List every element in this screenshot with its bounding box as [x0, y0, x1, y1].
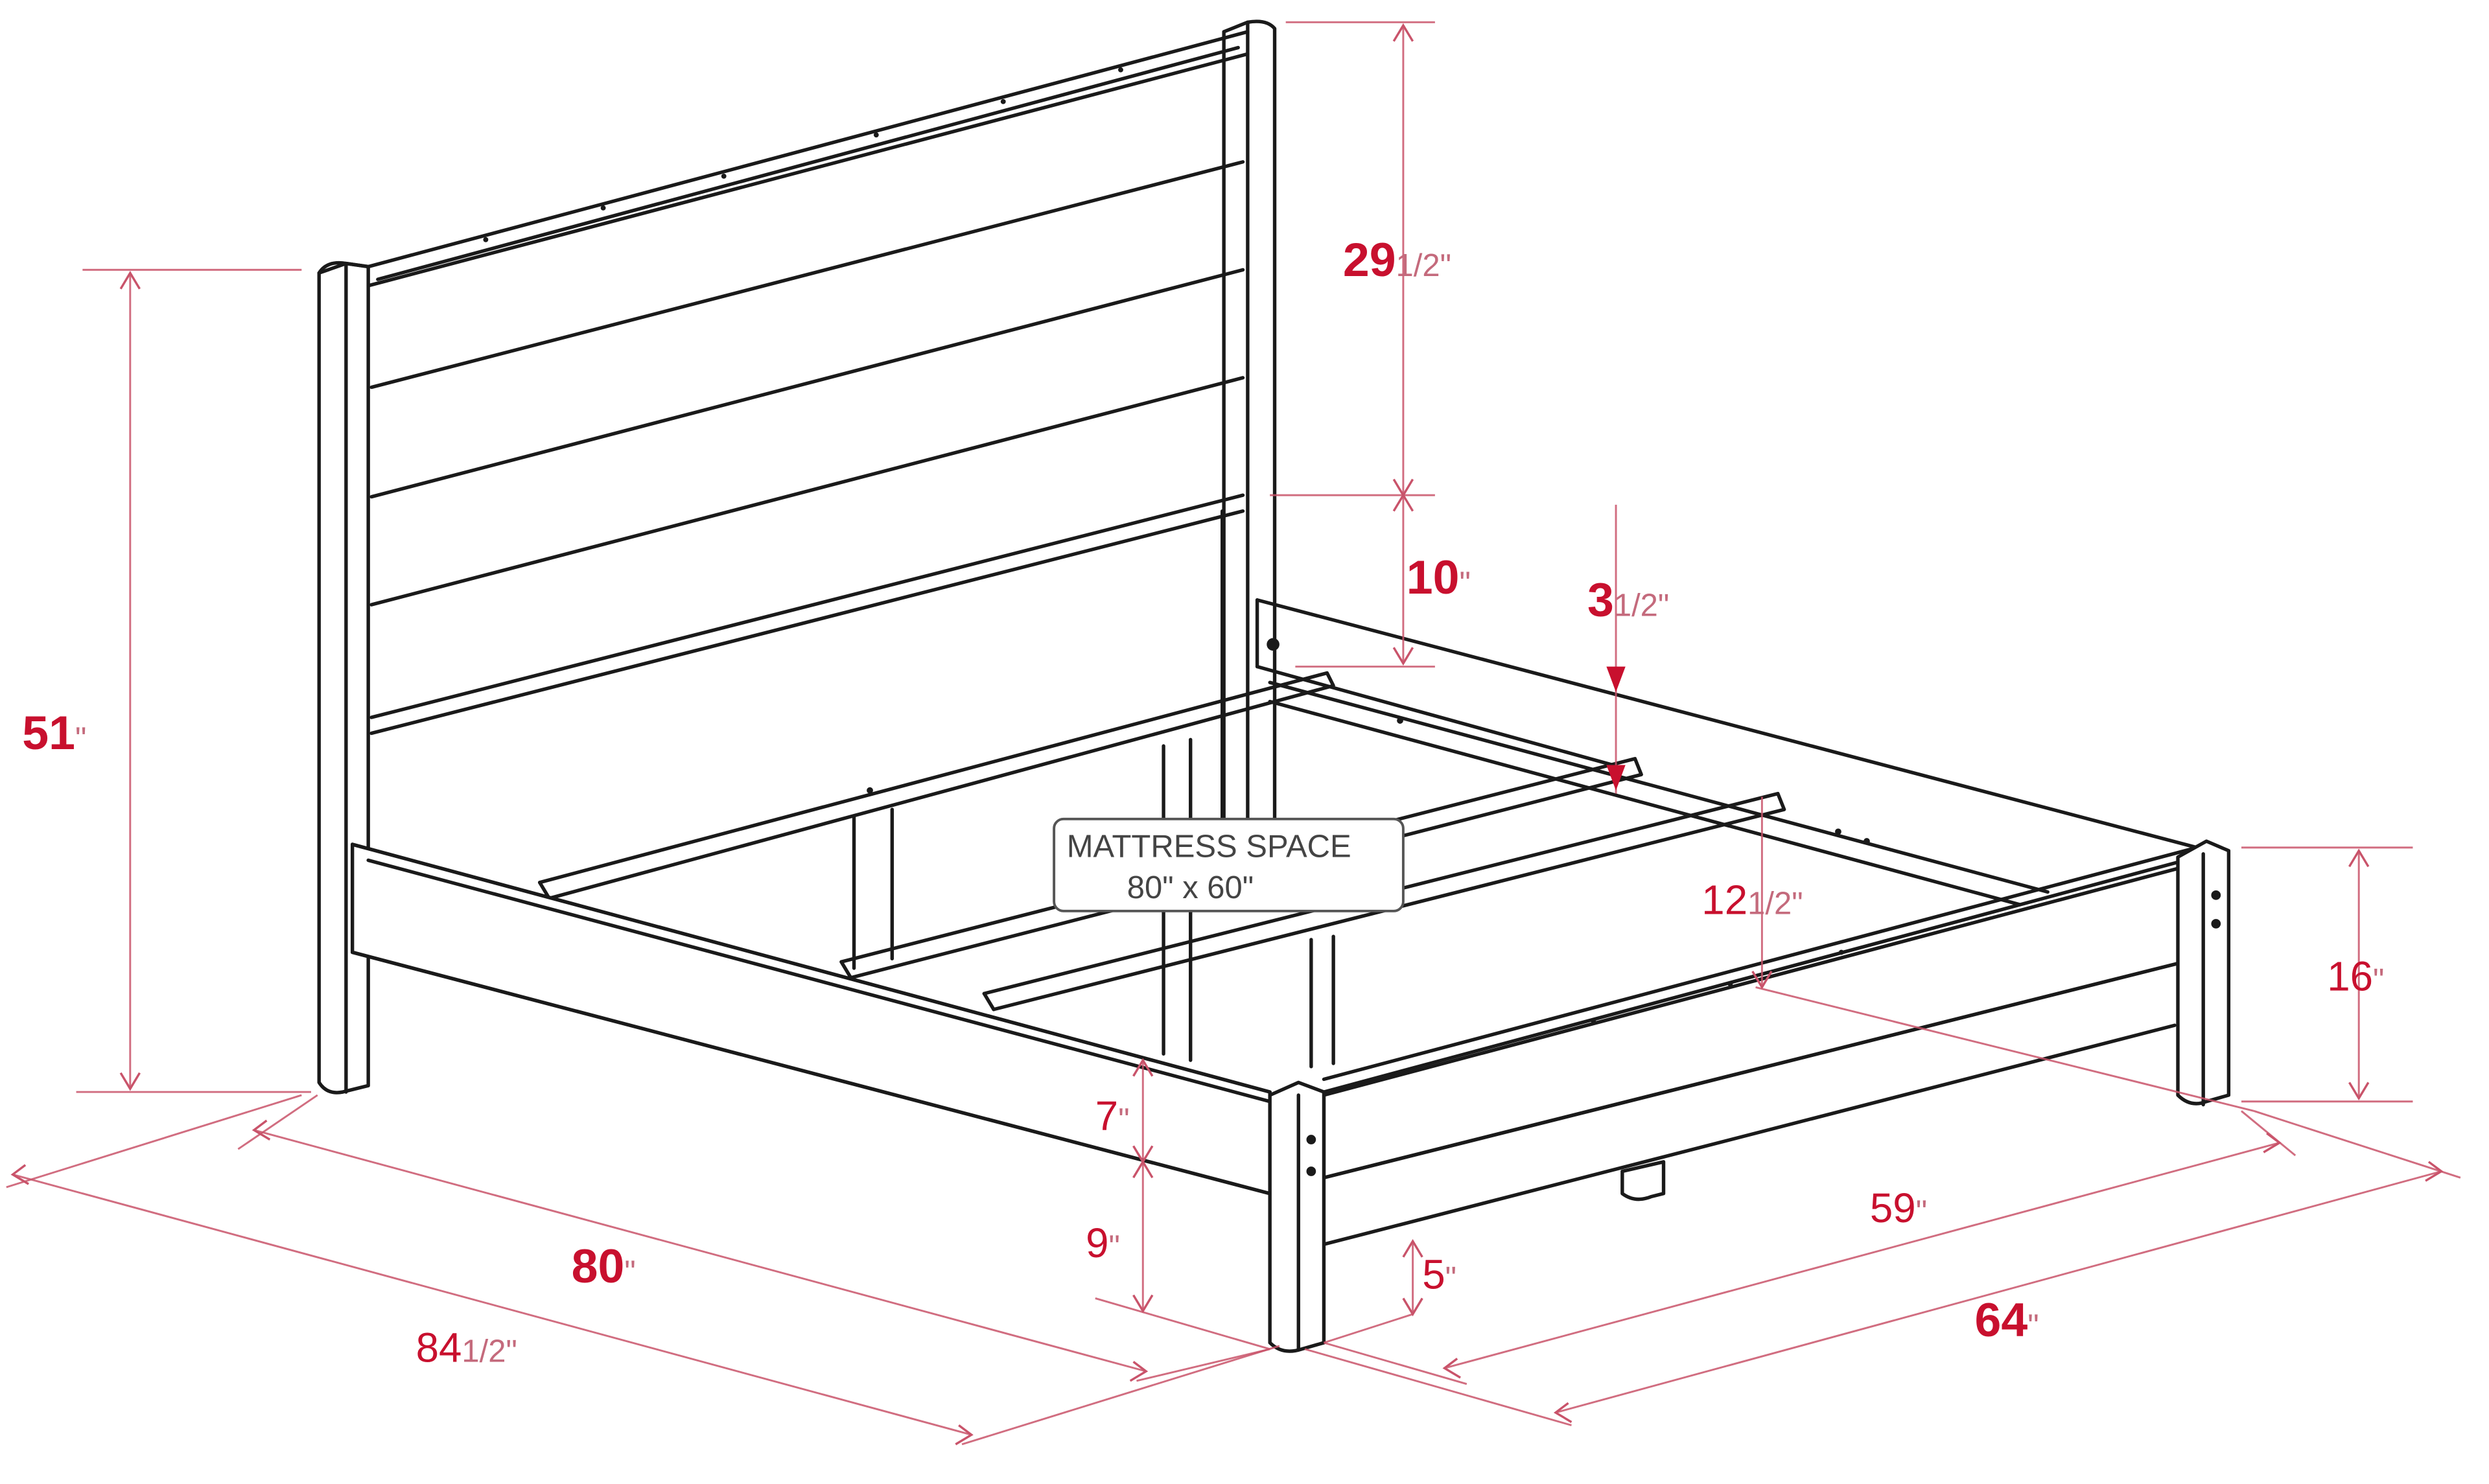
headboard-top-rail [366, 30, 1250, 288]
label-59: 59" [1870, 1185, 1927, 1231]
label-51: 51" [22, 706, 86, 759]
label-29-half: 291/2" [1343, 233, 1451, 286]
lower-apron [1322, 1023, 2177, 1246]
label-80: 80" [572, 1239, 636, 1293]
headboard-slats [369, 160, 1245, 828]
headboard-left-post [317, 261, 370, 1095]
dim-80 [237, 1094, 1270, 1382]
dim-5 [1323, 1238, 1423, 1344]
dimension-lines [6, 21, 2461, 1446]
dim-59 [1324, 1110, 2296, 1385]
foot-right-post [2176, 839, 2231, 1107]
dim-51 [76, 268, 311, 1093]
dim-84-half [6, 1094, 1280, 1446]
bed-frame-drawing [317, 19, 2231, 1353]
label-9: 9" [1086, 1220, 1120, 1266]
label-7: 7" [1095, 1093, 1130, 1139]
label-5: 5" [1422, 1252, 1456, 1298]
dim-16 [2241, 846, 2413, 1103]
label-10: 10" [1407, 550, 1471, 604]
label-64: 64" [1975, 1293, 2039, 1347]
headboard-right-post [1222, 19, 1277, 828]
near-side-rail [350, 842, 1272, 1196]
dim-29-10 [1270, 21, 1435, 668]
mattress-space-box: MATTRESS SPACE 80" x 60" [1053, 817, 1405, 912]
label-12-half: 121/2" [1701, 877, 1803, 923]
mattress-box-line2: 80" x 60" [1127, 870, 1254, 905]
mattress-box-line1: MATTRESS SPACE [1067, 829, 1351, 864]
dim-64 [1304, 1110, 2461, 1426]
dim-3-half [1606, 504, 1626, 794]
label-84-half: 841/2" [416, 1325, 517, 1371]
label-3-half: 31/2" [1587, 572, 1669, 626]
dim-12-half [1751, 796, 2254, 1112]
dimension-labels: 51" 291/2" 10" 31/2" 121/2" 16" 7" 9" 5"… [22, 233, 2384, 1371]
label-16: 16" [2327, 953, 2384, 999]
far-side-rail [1255, 598, 2199, 850]
center-support-rail [1268, 680, 2050, 910]
dim-7-9 [1095, 1058, 1270, 1351]
front-corner-post [1268, 1080, 1326, 1353]
